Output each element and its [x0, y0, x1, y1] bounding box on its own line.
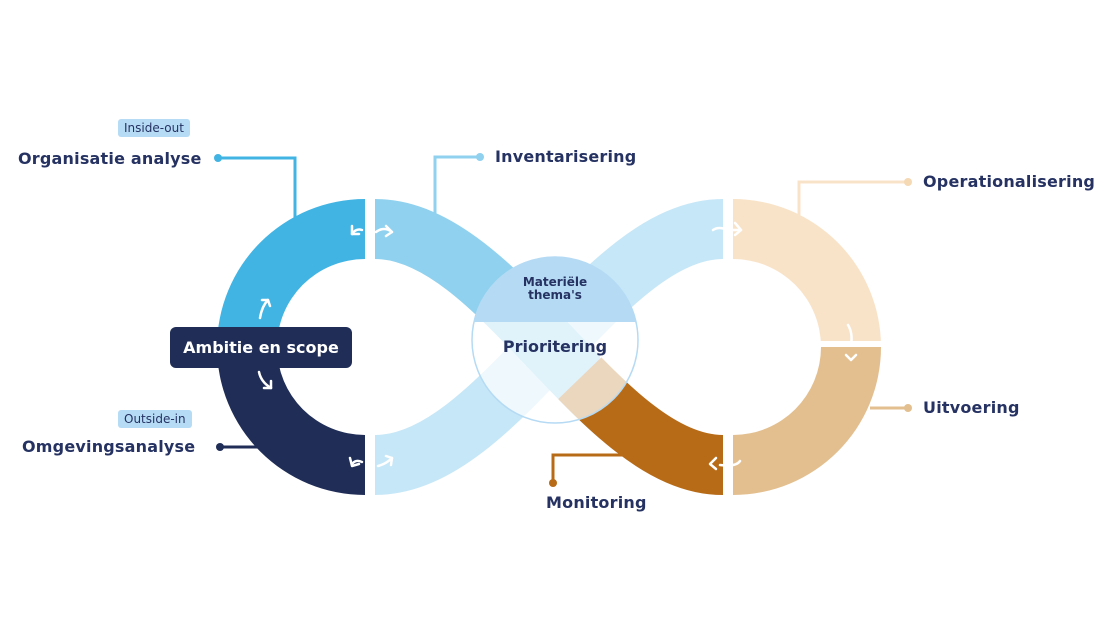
- label-organisatie-analyse: Organisatie analyse: [18, 149, 202, 168]
- connector-operationalisering: [797, 178, 912, 215]
- segment-organisatie: [217, 199, 365, 347]
- prioritering-label: Prioritering: [502, 337, 608, 356]
- arrow-icon: [711, 221, 743, 237]
- prioritering-circle: [471, 256, 639, 424]
- arrow-icon: [258, 298, 272, 320]
- ambitie-label: Ambitie en scope: [183, 338, 339, 357]
- arrow-icon: [350, 224, 394, 238]
- materiele-line1: Materiële: [522, 275, 588, 289]
- connector-inventarisering: [433, 153, 484, 214]
- segment-uitvoering: [733, 347, 881, 495]
- connector-uitvoering: [870, 404, 912, 412]
- ambitie-en-scope-box: Ambitie en scope: [170, 327, 352, 368]
- connector-organisatie: [214, 154, 297, 222]
- segment-omgeving: [217, 347, 365, 495]
- materiele-line2: thema's: [528, 288, 582, 302]
- arrow-icon: [844, 323, 858, 362]
- inside-out-tag: Inside-out: [118, 119, 190, 137]
- label-operationalisering: Operationalisering: [923, 172, 1096, 191]
- arrow-icon: [348, 454, 394, 468]
- segment-operationalisering: [733, 199, 881, 347]
- outside-in-tag: Outside-in: [118, 410, 192, 428]
- arrow-icon: [708, 456, 742, 471]
- materiele-themas-label: Materiële thema's: [505, 276, 605, 302]
- connector-monitoring: [549, 453, 630, 487]
- label-inventarisering: Inventarisering: [495, 147, 637, 166]
- label-monitoring: Monitoring: [546, 493, 647, 512]
- arrow-icon: [257, 370, 273, 390]
- label-omgevingsanalyse: Omgevingsanalyse: [22, 437, 196, 456]
- label-uitvoering: Uitvoering: [923, 398, 1020, 417]
